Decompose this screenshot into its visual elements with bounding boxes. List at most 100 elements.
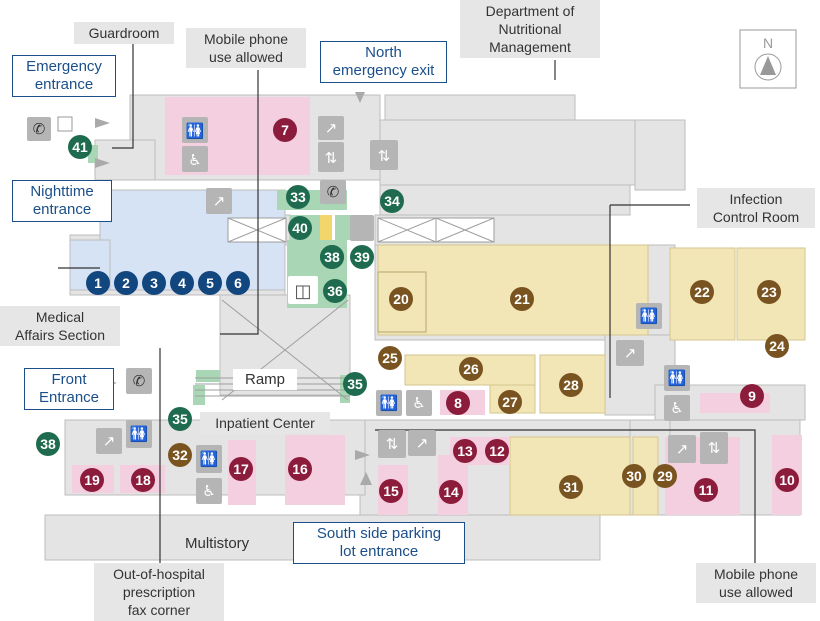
marker-circle bbox=[694, 478, 718, 502]
stairs-icon bbox=[668, 435, 696, 463]
marker-crimson-10: 10 bbox=[775, 468, 799, 492]
marker-circle bbox=[653, 464, 677, 488]
stairs-icon bbox=[206, 188, 232, 214]
marker-circle bbox=[288, 216, 312, 240]
marker-circle bbox=[379, 479, 403, 503]
marker-brown-25: 25 bbox=[378, 346, 402, 370]
svg-text:✆: ✆ bbox=[327, 183, 340, 201]
marker-number: 11 bbox=[699, 482, 714, 498]
marker-number: 4 bbox=[178, 275, 186, 291]
marker-circle bbox=[622, 464, 646, 488]
svg-text:✆: ✆ bbox=[133, 372, 146, 390]
marker-crimson-15: 15 bbox=[379, 479, 403, 503]
svg-text:🚻: 🚻 bbox=[640, 307, 659, 325]
phone-icon bbox=[126, 368, 152, 394]
marker-number: 12 bbox=[489, 443, 505, 459]
marker-number: 31 bbox=[563, 479, 579, 495]
vending-machine-icon bbox=[350, 215, 374, 241]
marker-number: 16 bbox=[292, 461, 308, 477]
marker-green-35: 35 bbox=[343, 372, 367, 396]
marker-number: 32 bbox=[172, 447, 188, 463]
marker-green-35: 35 bbox=[168, 407, 192, 431]
restroom-icon bbox=[376, 390, 402, 416]
svg-text:↗: ↗ bbox=[103, 432, 116, 450]
marker-circle bbox=[286, 185, 310, 209]
marker-crimson-18: 18 bbox=[131, 468, 155, 492]
marker-number: 28 bbox=[563, 377, 579, 393]
svg-text:♿: ♿ bbox=[412, 394, 425, 412]
medical-affairs-label: Medical Affairs Section bbox=[0, 306, 120, 346]
marker-blue-6: 6 bbox=[226, 271, 250, 295]
marker-circle bbox=[226, 271, 250, 295]
svg-text:↗: ↗ bbox=[624, 344, 637, 362]
marker-circle bbox=[229, 457, 253, 481]
marker-circle bbox=[36, 432, 60, 456]
marker-number: 24 bbox=[769, 338, 785, 354]
marker-brown-30: 30 bbox=[622, 464, 646, 488]
marker-brown-24: 24 bbox=[765, 334, 789, 358]
marker-green-39: 39 bbox=[350, 245, 374, 269]
marker-number: 22 bbox=[694, 284, 710, 300]
marker-circle bbox=[323, 279, 347, 303]
svg-text:🚻: 🚻 bbox=[200, 450, 219, 468]
marker-crimson-12: 12 bbox=[485, 439, 509, 463]
voids bbox=[221, 217, 495, 401]
stairs-icon bbox=[616, 340, 644, 366]
marker-circle bbox=[559, 373, 583, 397]
marker-number: 20 bbox=[393, 291, 409, 307]
marker-number: 13 bbox=[457, 443, 473, 459]
marker-blue-5: 5 bbox=[198, 271, 222, 295]
marker-brown-31: 31 bbox=[559, 475, 583, 499]
marker-green-36: 36 bbox=[323, 279, 347, 303]
marker-green-34: 34 bbox=[380, 189, 404, 213]
svg-text:✆: ✆ bbox=[33, 120, 46, 138]
marker-circle bbox=[459, 357, 483, 381]
elevator-icon bbox=[370, 140, 398, 170]
svg-text:⇅: ⇅ bbox=[708, 439, 721, 457]
marker-circle bbox=[439, 480, 463, 504]
marker-number: 36 bbox=[327, 283, 343, 299]
marker-crimson-17: 17 bbox=[229, 457, 253, 481]
svg-text:↗: ↗ bbox=[416, 434, 429, 452]
marker-number: 29 bbox=[657, 468, 673, 484]
marker-green-38: 38 bbox=[320, 245, 344, 269]
marker-circle bbox=[380, 189, 404, 213]
marker-circle bbox=[498, 390, 522, 414]
marker-blue-2: 2 bbox=[114, 271, 138, 295]
marker-circle bbox=[198, 271, 222, 295]
marker-number: 19 bbox=[84, 472, 100, 488]
marker-brown-27: 27 bbox=[498, 390, 522, 414]
svg-text:🚻: 🚻 bbox=[130, 425, 149, 443]
restroom-icon bbox=[664, 365, 690, 391]
marker-crimson-16: 16 bbox=[288, 457, 312, 481]
marker-number: 38 bbox=[40, 436, 56, 452]
marker-blue-3: 3 bbox=[142, 271, 166, 295]
marker-circle bbox=[559, 475, 583, 499]
marker-number: 25 bbox=[382, 350, 398, 366]
infection-control-label: Infection Control Room bbox=[697, 188, 815, 228]
marker-number: 21 bbox=[514, 291, 530, 307]
marker-number: 27 bbox=[502, 394, 518, 410]
marker-circle bbox=[80, 468, 104, 492]
wheelchair-icon bbox=[196, 478, 222, 504]
svg-text:♿: ♿ bbox=[202, 482, 215, 500]
compass-icon: N bbox=[739, 29, 797, 89]
marker-brown-32: 32 bbox=[168, 443, 192, 467]
svg-text:♿: ♿ bbox=[188, 151, 201, 169]
restroom-icon bbox=[126, 420, 152, 448]
svg-text:↗: ↗ bbox=[325, 119, 338, 137]
marker-brown-29: 29 bbox=[653, 464, 677, 488]
svg-text:⇅: ⇅ bbox=[386, 435, 399, 453]
wheelchair-icon bbox=[182, 146, 208, 172]
marker-number: 41 bbox=[72, 139, 88, 155]
svg-text:🚻: 🚻 bbox=[668, 369, 687, 387]
marker-brown-23: 23 bbox=[757, 280, 781, 304]
elevator-icon bbox=[318, 142, 344, 172]
guardroom-label: Guardroom bbox=[74, 22, 174, 44]
marker-number: 33 bbox=[290, 189, 306, 205]
marker-crimson-19: 19 bbox=[80, 468, 104, 492]
wheelchair-icon bbox=[406, 390, 432, 416]
mobile-phone-allowed-bottom-label: Mobile phone use allowed bbox=[696, 563, 816, 603]
marker-circle bbox=[389, 287, 413, 311]
